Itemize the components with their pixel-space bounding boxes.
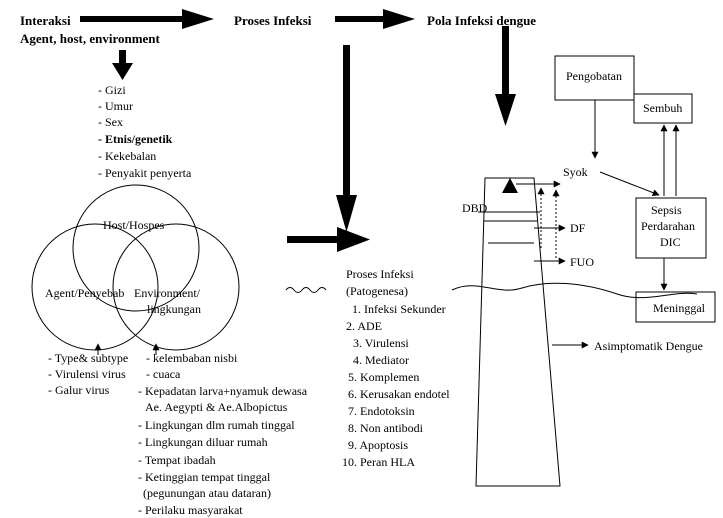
host-factor-penyakit: - Penyakit penyerta	[98, 166, 192, 180]
host-factor-etnis: - Etnis/genetik	[98, 132, 173, 146]
pathogenesis-item-6: 6. Kerusakan endotel	[348, 387, 450, 401]
env-factor-8: (pegunungan atau dataran)	[143, 486, 271, 500]
arrow-syok-to-sepsis	[599, 171, 660, 196]
waterline-left	[285, 287, 327, 293]
env-factor-1: - cuaca	[146, 367, 181, 381]
sepsis-label: Sepsis	[651, 203, 682, 217]
env-factor-2: - Kepadatan larva+nyamuk dewasa	[138, 384, 308, 398]
patogenesa-subtitle: (Patogenesa)	[346, 284, 408, 298]
venn-host-label: Host/Hospes	[103, 218, 165, 232]
sembuh-box	[633, 93, 693, 124]
host-circle	[72, 184, 200, 312]
patogenesa-title: Proses Infeksi	[346, 267, 414, 281]
sepsis-box	[635, 197, 707, 259]
proses-infeksi-label: Proses Infeksi	[234, 13, 312, 28]
agent-factor-virulensi: - Virulensi virus	[48, 367, 126, 381]
pathogenesis-item-3: 3. Virulensi	[353, 336, 409, 350]
venn-lingkungan-label: lingkungan	[147, 302, 201, 316]
agent-host-environment-label: Agent, host, environment	[20, 31, 161, 46]
pathogenesis-item-1: 1. Infeksi Sekunder	[352, 302, 446, 316]
pathogenesis-item-8: 8. Non antibodi	[348, 421, 424, 435]
dic-label: DIC	[660, 235, 681, 249]
pathogenesis-item-7: 7. Endotoksin	[348, 404, 415, 418]
down-arrow-pola	[495, 26, 516, 126]
header-arrow-1	[80, 9, 214, 29]
sembuh-label: Sembuh	[643, 101, 682, 115]
agent-factor-type: - Type& subtype	[48, 351, 128, 365]
waterline-right	[451, 282, 698, 299]
host-factor-gizi: - Gizi	[98, 83, 126, 97]
env-factor-6: - Tempat ibadah	[138, 453, 216, 467]
venn-environment-label: Environment/	[134, 286, 201, 300]
pengobatan-label: Pengobatan	[566, 69, 622, 83]
outcome-asimptomatik: Asimptomatik Dengue	[594, 339, 703, 353]
right-arrow-to-patogenesa	[287, 227, 370, 252]
env-factor-9: - Perilaku masyarakat	[138, 503, 243, 517]
host-factor-kekebalan: - Kekebalan	[98, 149, 156, 163]
pathogenesis-item-9: 9. Apoptosis	[348, 438, 408, 452]
perdarahan-label: Perdarahan	[641, 219, 695, 233]
iceberg-pyramid	[475, 177, 561, 487]
env-factor-7: - Ketinggian tempat tinggal	[138, 470, 271, 484]
pola-infeksi-label: Pola Infeksi dengue	[427, 13, 536, 28]
outcome-dbd: DBD	[462, 201, 488, 215]
env-factor-3: Ae. Aegypti & Ae.Albopictus	[145, 400, 288, 414]
header-arrow-2	[335, 9, 415, 29]
env-factor-5: - Lingkungan diluar rumah	[138, 435, 268, 449]
outcome-fuo: FUO	[570, 255, 594, 269]
interaksi-label: Interaksi	[20, 13, 71, 28]
outcome-syok: Syok	[563, 165, 588, 179]
meninggal-box	[635, 291, 716, 323]
agent-factor-galur: - Galur virus	[48, 383, 110, 397]
pathogenesis-item-4: 4. Mediator	[353, 353, 409, 367]
host-factor-umur: - Umur	[98, 99, 133, 113]
venn-agent-label: Agent/Penyebab	[45, 286, 124, 300]
down-arrow-proses	[336, 45, 357, 232]
env-factor-0: - kelembaban nisbi	[146, 351, 238, 365]
meninggal-label: Meninggal	[653, 301, 706, 315]
outcome-df: DF	[570, 221, 586, 235]
down-arrow-to-factors	[112, 50, 133, 80]
pathogenesis-item-10: 10. Peran HLA	[342, 455, 415, 469]
environment-circle	[112, 223, 240, 351]
pyramid-apex	[502, 178, 518, 193]
host-factor-sex: - Sex	[98, 115, 123, 129]
pathogenesis-item-2: 2. ADE	[346, 319, 382, 333]
pathogenesis-item-5: 5. Komplemen	[348, 370, 419, 384]
env-factor-4: - Lingkungan dlm rumah tinggal	[138, 418, 295, 432]
